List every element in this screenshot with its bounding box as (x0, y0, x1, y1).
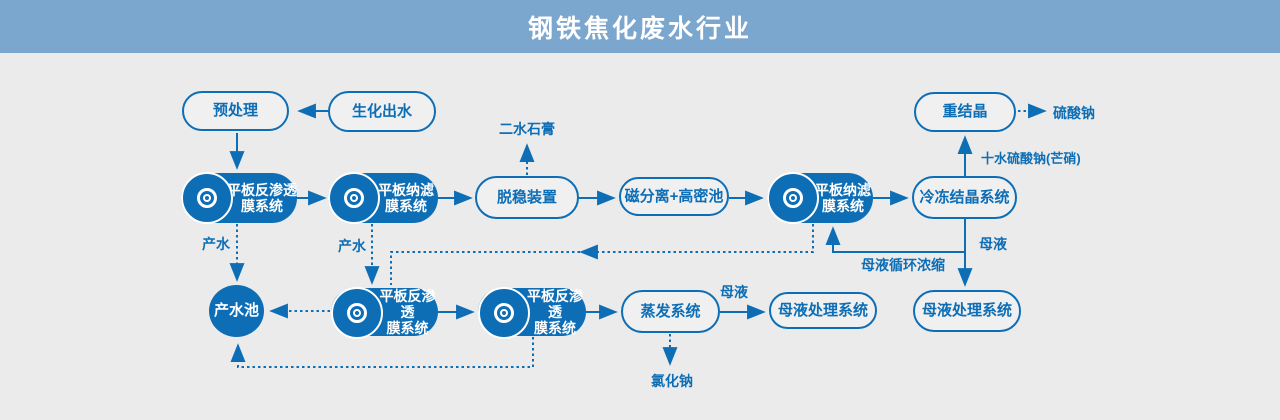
node-label: 平板纳滤 膜系统 (378, 181, 434, 214)
page-title: 钢铁焦化废水行业 (527, 14, 752, 43)
node-mother-liquor-treatment-2: 母液处理系统 (913, 290, 1021, 332)
node-evaporation-system: 蒸发系统 (621, 290, 720, 333)
node-label: 冷冻结晶系统 (919, 188, 1010, 206)
node-label: 重结晶 (942, 103, 988, 121)
label-mother-liquor-mid: 母液 (720, 284, 748, 300)
node-label: 蒸发系统 (640, 302, 701, 320)
edge-nf2-feedback-b (390, 251, 580, 285)
label-product-water-2: 产水 (338, 238, 366, 254)
label-sodium-chloride: 氯化钠 (651, 373, 693, 389)
node-flat-nf-membrane-1: 平板纳滤 膜系统 (328, 172, 438, 224)
node-flat-nf-membrane-2: 平板纳滤 膜系统 (767, 172, 873, 224)
membrane-icon (767, 172, 819, 224)
edge-muye-recycle-nf2 (825, 226, 965, 253)
node-label: 预处理 (212, 102, 258, 120)
title-banner: 钢铁焦化废水行业 (0, 0, 1280, 53)
node-label: 平板反渗透 膜系统 (227, 181, 297, 214)
membrane-icon (478, 287, 530, 339)
membrane-icon (331, 287, 383, 339)
node-freeze-crystallization: 冷冻结晶系统 (912, 176, 1017, 219)
node-label: 母液处理系统 (921, 302, 1012, 320)
node-label: 平板反渗透 膜系统 (527, 287, 583, 337)
node-flat-ro-membrane-1: 平板反渗透 膜系统 (181, 172, 297, 224)
edge-nf2-feedback-a (579, 224, 814, 260)
node-biochemical-effluent: 生化出水 (328, 91, 436, 132)
node-label: 生化出水 (351, 102, 412, 120)
node-label: 平板纳滤 膜系统 (815, 181, 871, 214)
node-pretreatment: 预处理 (182, 91, 289, 131)
node-flat-ro-membrane-3: 平板反渗透 膜系统 (478, 287, 586, 339)
node-recrystallization: 重结晶 (914, 92, 1016, 132)
node-destabilization-unit: 脱稳装置 (475, 176, 579, 219)
label-glauber-salt: 十水硫酸钠(芒硝) (981, 151, 1081, 166)
label-mother-liquor-right: 母液 (979, 236, 1007, 252)
label-dihydrate-gypsum: 二水石膏 (499, 121, 555, 137)
node-product-water-pool: 产水池 (209, 285, 264, 337)
node-label: 母液处理系统 (777, 301, 868, 319)
label-sodium-sulfate: 硫酸钠 (1053, 105, 1095, 121)
node-label: 脱稳装置 (496, 188, 557, 206)
node-label: 磁分离+高密池 (624, 187, 724, 205)
node-flat-ro-membrane-2: 平板反渗透 膜系统 (331, 287, 438, 339)
node-mother-liquor-treatment-1: 母液处理系统 (769, 292, 877, 329)
node-label: 平板反渗透 膜系统 (379, 287, 436, 337)
node-label: 产水池 (213, 302, 259, 320)
membrane-icon (328, 172, 380, 224)
label-product-water-1: 产水 (202, 236, 230, 252)
membrane-icon (181, 172, 233, 224)
node-magnetic-separation-pool: 磁分离+高密池 (619, 177, 729, 216)
label-mother-liquor-recycle: 母液循环浓缩 (861, 257, 945, 273)
edge-ro3-chanshuichi (230, 337, 534, 368)
